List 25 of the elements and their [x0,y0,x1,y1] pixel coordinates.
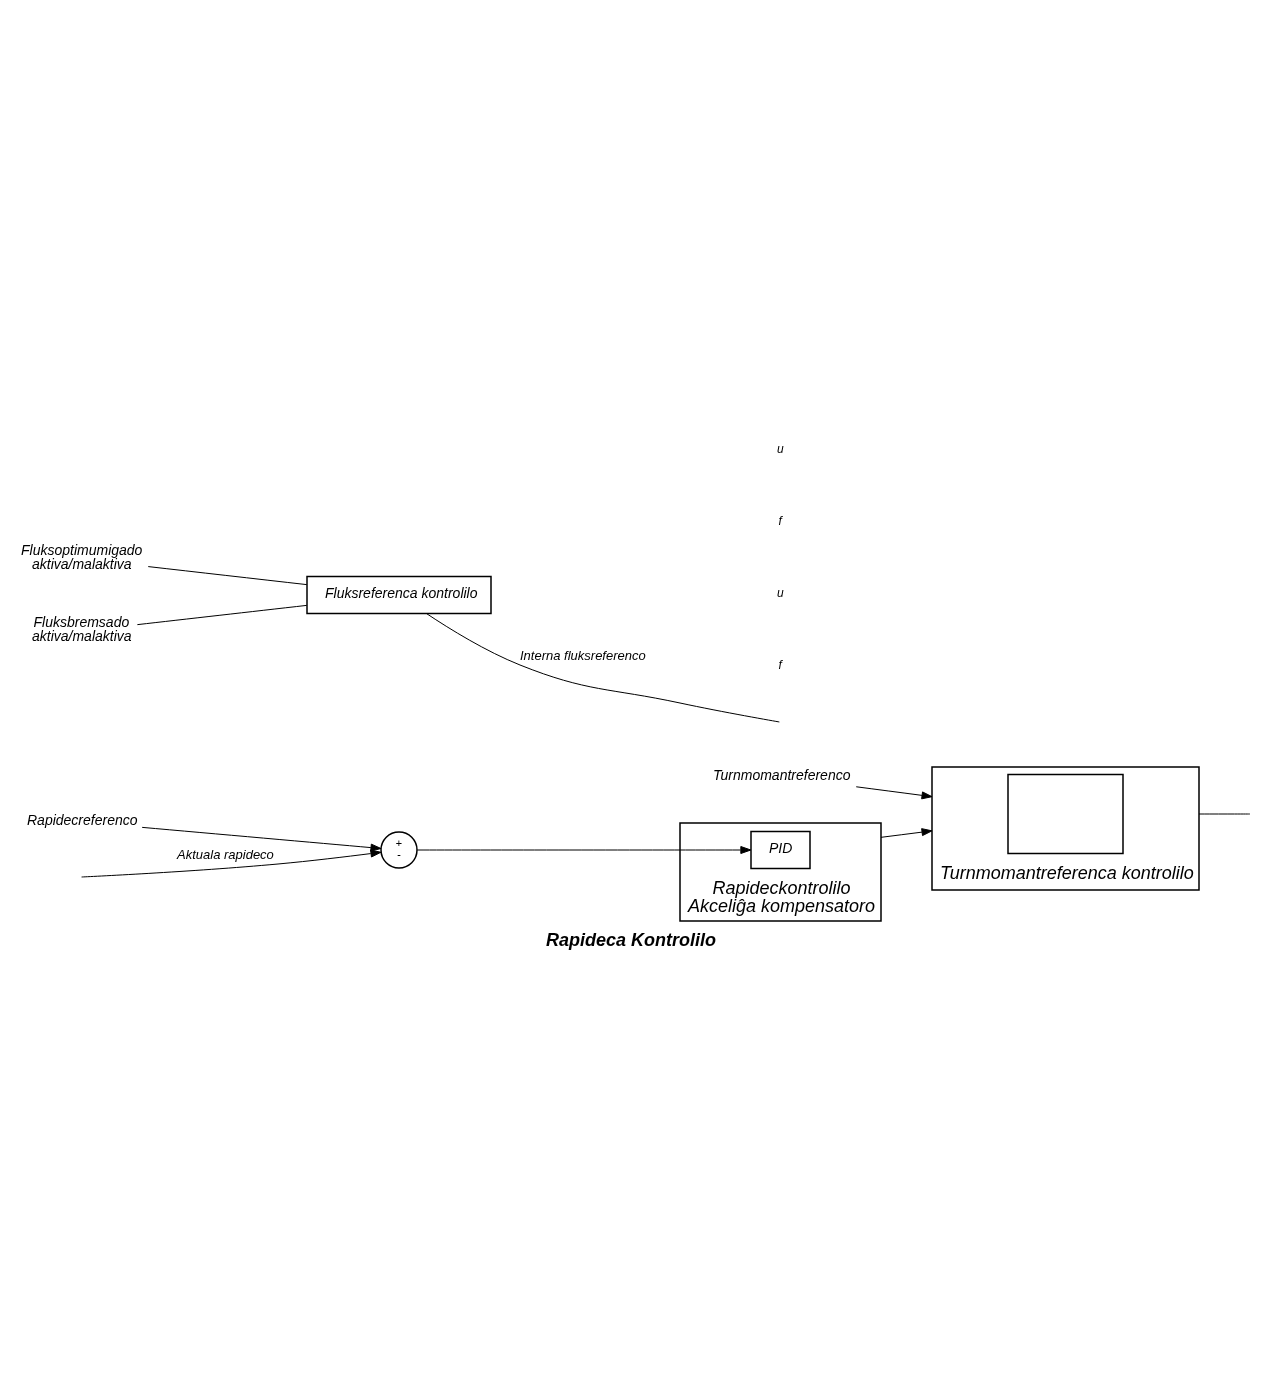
cluster: Turnmomantreferenca kontrolilo [931,766,1200,891]
node-box [1007,773,1124,855]
edge-label: Aktuala rapideco [177,847,274,863]
node-text: Rapidecreferenco [27,811,138,828]
caption: Rapideca Kontrolilo [546,930,717,951]
arrow [81,843,382,878]
node-box: PID [750,830,811,870]
label: u [777,586,784,601]
label: u [777,442,784,457]
node-circle: + - [380,831,418,869]
connector [1198,813,1251,815]
edge-label: Interna fluksreferenco [520,648,646,664]
connector [147,566,308,586]
node-text: Fluksoptimumigado aktiva/malaktiva [21,542,143,573]
label: f [778,514,782,529]
connector [425,613,780,723]
node-text: Turnmomantreferenco [713,766,851,783]
connector [136,604,308,626]
label: f [778,658,782,673]
arrow [880,828,933,838]
arrow [416,846,752,854]
node-text: Fluksbremsado aktiva/malaktiva [32,614,132,645]
arrow [855,786,933,800]
arrow [141,826,382,858]
node-box: Fluksreferenca kontrolilo [306,575,492,615]
